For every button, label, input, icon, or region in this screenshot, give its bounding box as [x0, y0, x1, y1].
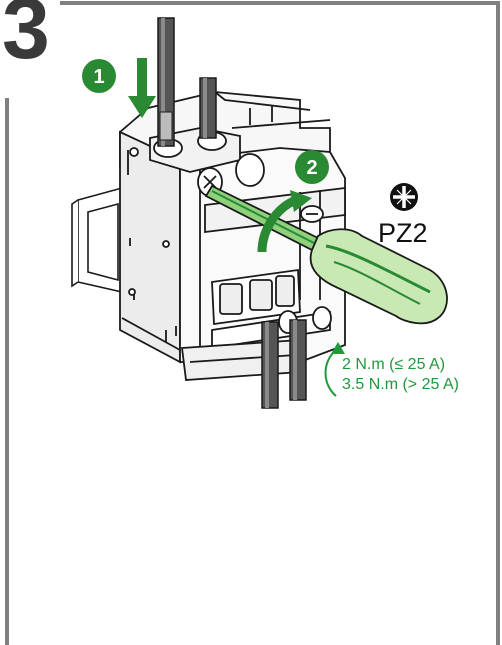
torque-spec-low: 2 N.m (≤ 25 A): [342, 356, 446, 373]
step-badge-2: 2: [295, 150, 329, 184]
insert-arrow-icon: [128, 58, 156, 118]
step-badge-1: 1: [82, 59, 116, 93]
svg-text:1: 1: [93, 66, 104, 88]
bottom-wires: [261, 319, 307, 409]
rotate-arrow-icon: [257, 190, 312, 253]
svg-text:2: 2: [306, 157, 317, 179]
screwdriver: [204, 184, 448, 325]
step-number: 3: [2, 0, 50, 77]
phillips-pozidriv-bit-icon: [390, 183, 418, 211]
torque-arrow-icon: [324, 342, 345, 397]
bit-size-label: PZ2: [378, 218, 428, 248]
top-wires: [157, 17, 217, 147]
din-rail: [71, 186, 123, 294]
torque-spec-high: 3.5 N.m (> 25 A): [342, 376, 459, 393]
